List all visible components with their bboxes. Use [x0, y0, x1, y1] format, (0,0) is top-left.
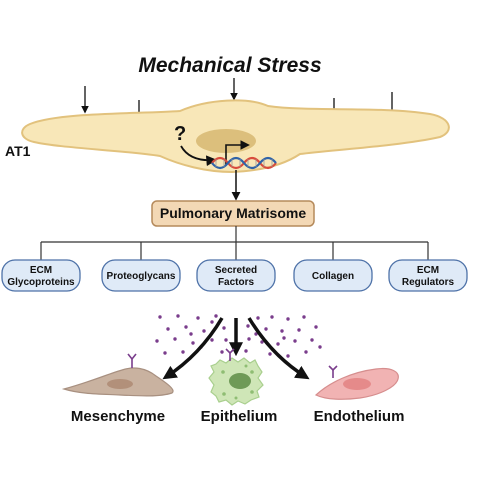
secreted-factor-dots	[155, 314, 322, 358]
secreted-dot	[189, 332, 193, 336]
endothelium-cell	[314, 365, 399, 400]
cell-label-at1: AT1	[5, 143, 31, 159]
secreted-dot	[166, 327, 170, 331]
receptor-icon	[225, 348, 235, 361]
secreted-dot	[246, 324, 250, 328]
secreted-dot	[282, 336, 286, 340]
secreted-dot	[163, 351, 167, 355]
dna-helix-icon	[211, 156, 277, 170]
secreted-dot	[184, 325, 188, 329]
secreted-dot	[202, 329, 206, 333]
category-label: ECM	[30, 265, 52, 276]
secreted-dot	[224, 338, 228, 342]
target-label-epithelium: Epithelium	[201, 408, 278, 425]
target-label-endothelium: Endothelium	[314, 408, 405, 425]
secreted-dot	[222, 326, 226, 330]
secreted-dot	[158, 315, 162, 319]
mesenchyme-cell	[61, 353, 174, 397]
epithelium-cell	[208, 348, 264, 406]
diagram-title: Mechanical Stress	[138, 54, 321, 77]
category-label: Secreted	[215, 265, 257, 276]
secreted-dot	[280, 329, 284, 333]
secreted-dot	[293, 339, 297, 343]
secreted-dot	[297, 328, 301, 332]
secreted-dot	[210, 320, 214, 324]
receptor-icon	[328, 365, 338, 378]
secreted-dot	[254, 332, 258, 336]
tree-connectors	[40, 226, 429, 260]
secreted-dot	[268, 352, 272, 356]
secreted-dot	[256, 316, 260, 320]
secreted-dot	[302, 315, 306, 319]
secreted-dot	[318, 345, 322, 349]
receptor-icon	[127, 353, 137, 368]
unknown-pathway-arrow	[180, 145, 218, 167]
secreted-dot	[210, 338, 214, 342]
secreted-dot	[244, 349, 248, 353]
arrow-to-endothelium	[247, 317, 310, 380]
category-pill: Proteoglycans	[101, 259, 181, 292]
secreted-dot	[304, 350, 308, 354]
secreted-dot	[176, 314, 180, 318]
secretion-arrows	[162, 317, 310, 380]
secreted-dot	[181, 350, 185, 354]
category-label: Factors	[218, 277, 255, 288]
secreted-dot	[286, 354, 290, 358]
secreted-dot	[270, 315, 274, 319]
secreted-dot	[260, 340, 264, 344]
arrow-to-mesenchyme	[162, 317, 224, 380]
category-pill: Collagen	[293, 259, 373, 292]
secreted-dot	[220, 350, 224, 354]
secreted-dot	[214, 314, 218, 318]
transcription-arrow-icon	[225, 140, 250, 165]
secreted-dot	[173, 337, 177, 341]
category-label: Regulators	[402, 277, 455, 288]
category-label: Proteoglycans	[107, 271, 176, 282]
target-label-mesenchyme: Mesenchyme	[71, 408, 165, 425]
secreted-dot	[155, 339, 159, 343]
matrisome-categories: ECMGlycoproteinsProteoglycansSecretedFac…	[1, 259, 468, 292]
category-label: Collagen	[312, 271, 354, 282]
category-label: ECM	[417, 265, 439, 276]
at1-cell	[21, 99, 450, 174]
unknown-mechanism-mark: ?	[174, 123, 186, 145]
matrisome-label: Pulmonary Matrisome	[160, 205, 306, 221]
secreted-dot	[196, 316, 200, 320]
secreted-dot	[314, 325, 318, 329]
secreted-dot	[191, 341, 195, 345]
secreted-dot	[264, 327, 268, 331]
secreted-dot	[286, 317, 290, 321]
matrisome-box: Pulmonary Matrisome	[151, 200, 315, 227]
secreted-dot	[310, 338, 314, 342]
secreted-dot	[247, 337, 251, 341]
category-label: Glycoproteins	[7, 277, 75, 288]
secreted-dot	[276, 342, 280, 346]
